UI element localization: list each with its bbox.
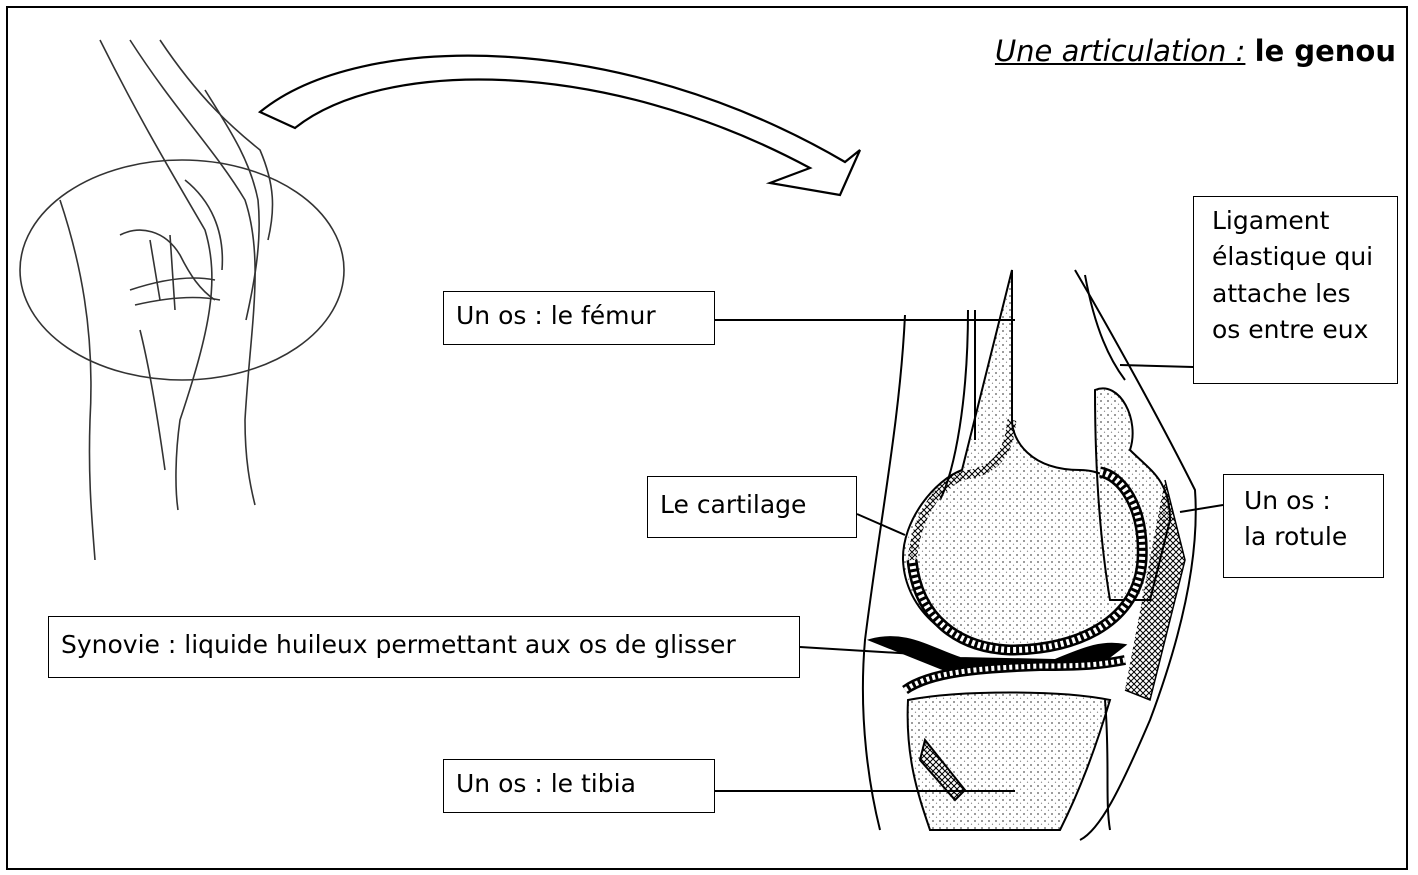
label-femur-text: Un os : le fémur — [456, 301, 656, 330]
label-synovie-text: Synovie : liquide huileux permettant aux… — [61, 630, 736, 659]
label-ligament: Ligament élastique qui attache les os en… — [1193, 196, 1398, 384]
label-rotule-line-2: la rotule — [1244, 519, 1363, 555]
label-femur: Un os : le fémur — [443, 291, 715, 345]
label-ligament-line-3: attache les — [1212, 276, 1379, 312]
label-tibia-text: Un os : le tibia — [456, 769, 636, 798]
title-prefix: Une articulation : — [995, 34, 1245, 68]
label-ligament-line-1: Ligament — [1212, 203, 1379, 239]
label-rotule: Un os : la rotule — [1223, 474, 1384, 578]
title-subject: le genou — [1255, 34, 1396, 68]
curved-arrow-icon — [260, 56, 860, 195]
label-tibia: Un os : le tibia — [443, 759, 715, 813]
label-cartilage-text: Le cartilage — [660, 490, 806, 519]
label-ligament-line-4: os entre eux — [1212, 312, 1379, 348]
page-title: Une articulation : le genou — [995, 34, 1396, 68]
label-rotule-line-1: Un os : — [1244, 483, 1363, 519]
knee-cross-section — [863, 270, 1196, 840]
label-ligament-line-2: élastique qui — [1212, 239, 1379, 275]
label-synovie: Synovie : liquide huileux permettant aux… — [48, 616, 800, 678]
label-cartilage: Le cartilage — [647, 476, 857, 538]
